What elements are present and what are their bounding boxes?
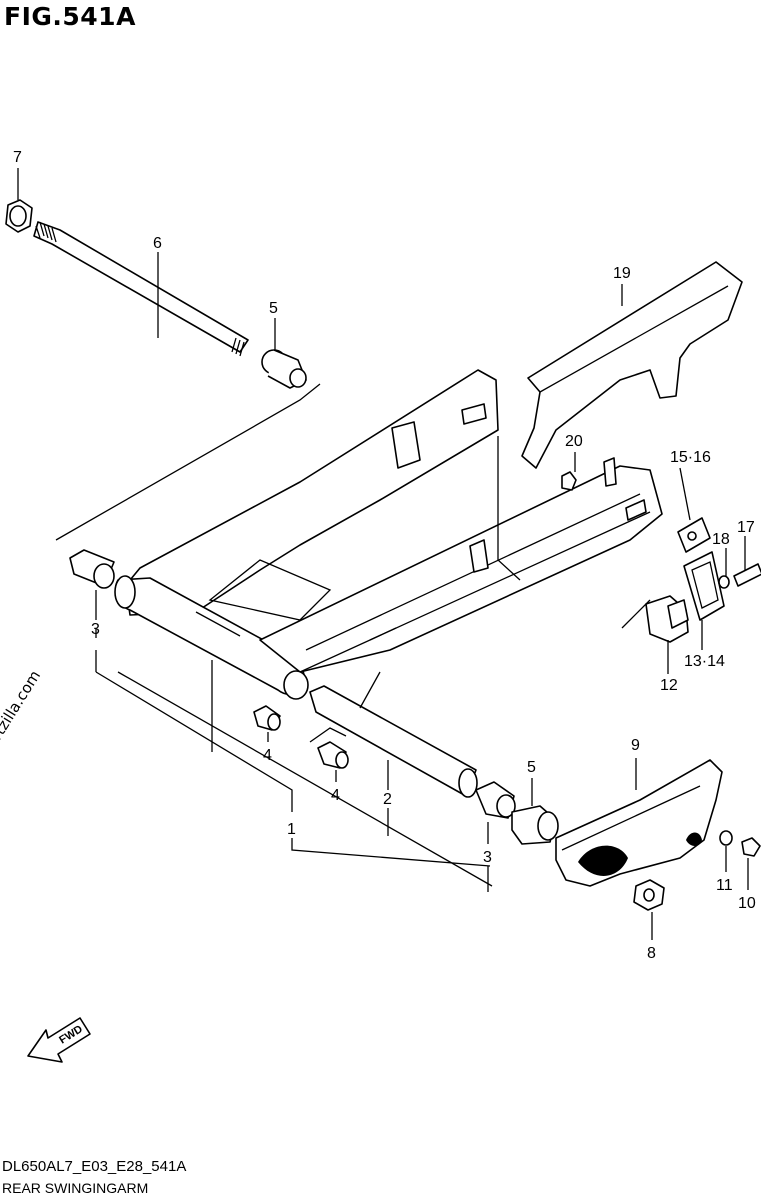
figure-code: DL650AL7_E03_E28_541A	[2, 1158, 187, 1175]
callout-13-14: 13·14	[684, 653, 725, 670]
callout-2: 2	[383, 791, 392, 808]
callout-4b: 4	[331, 787, 340, 804]
callout-9: 9	[631, 737, 640, 754]
callout-3a: 3	[91, 621, 100, 638]
part-2-tube[interactable]	[309, 685, 478, 798]
callout-20: 20	[565, 433, 583, 450]
callout-5b: 5	[527, 759, 536, 776]
fwd-arrow-icon: FWD	[27, 1017, 91, 1063]
part-15-16-pad[interactable]	[677, 517, 711, 553]
part-20-screw[interactable]	[561, 471, 577, 491]
part-13-14-slider[interactable]	[683, 551, 725, 621]
callout-5: 5	[269, 300, 278, 317]
part-11-washer[interactable]	[719, 830, 733, 846]
callout-labels: 7 6 5 19 20 15·16 17 18 12 13·14 3 4 4 2…	[13, 149, 756, 962]
figure-title: FIG.541A	[4, 2, 136, 31]
part-6-pivot-shaft[interactable]	[33, 221, 249, 357]
callout-18: 18	[712, 531, 730, 548]
callout-6: 6	[153, 235, 162, 252]
part-7-nut[interactable]	[5, 199, 33, 233]
callout-3b: 3	[483, 849, 492, 866]
part-10-bolt[interactable]	[741, 837, 761, 857]
callout-1: 1	[287, 821, 296, 838]
part-8-nut[interactable]	[633, 879, 665, 911]
figure-caption: REAR SWINGINGARM	[2, 1180, 149, 1196]
part-3-bearing-right[interactable]	[475, 781, 516, 819]
callout-7: 7	[13, 149, 22, 166]
callout-12: 12	[660, 677, 678, 694]
part-19-chain-cover[interactable]	[521, 261, 743, 469]
part-12-bracket[interactable]	[645, 595, 689, 643]
part-5-collar-bottom[interactable]	[511, 805, 559, 845]
part-9-chain-case[interactable]	[555, 759, 723, 887]
part-1-swingarm[interactable]	[114, 369, 663, 700]
part-5-collar-top[interactable]	[261, 349, 307, 389]
callout-8: 8	[647, 945, 656, 962]
callout-11: 11	[716, 877, 733, 894]
part-17-bolt[interactable]	[733, 563, 761, 587]
part-3-bearing-left[interactable]	[69, 549, 115, 589]
callout-17: 17	[737, 519, 755, 536]
callout-19: 19	[613, 265, 631, 282]
leader-lines	[17, 168, 749, 940]
callout-4a: 4	[263, 747, 272, 764]
callout-15-16: 15·16	[670, 449, 711, 466]
part-4-bushing-a[interactable]	[253, 705, 281, 731]
callout-10: 10	[738, 895, 756, 912]
part-18-washer[interactable]	[718, 575, 730, 589]
part-4-bushing-b[interactable]	[317, 741, 349, 769]
